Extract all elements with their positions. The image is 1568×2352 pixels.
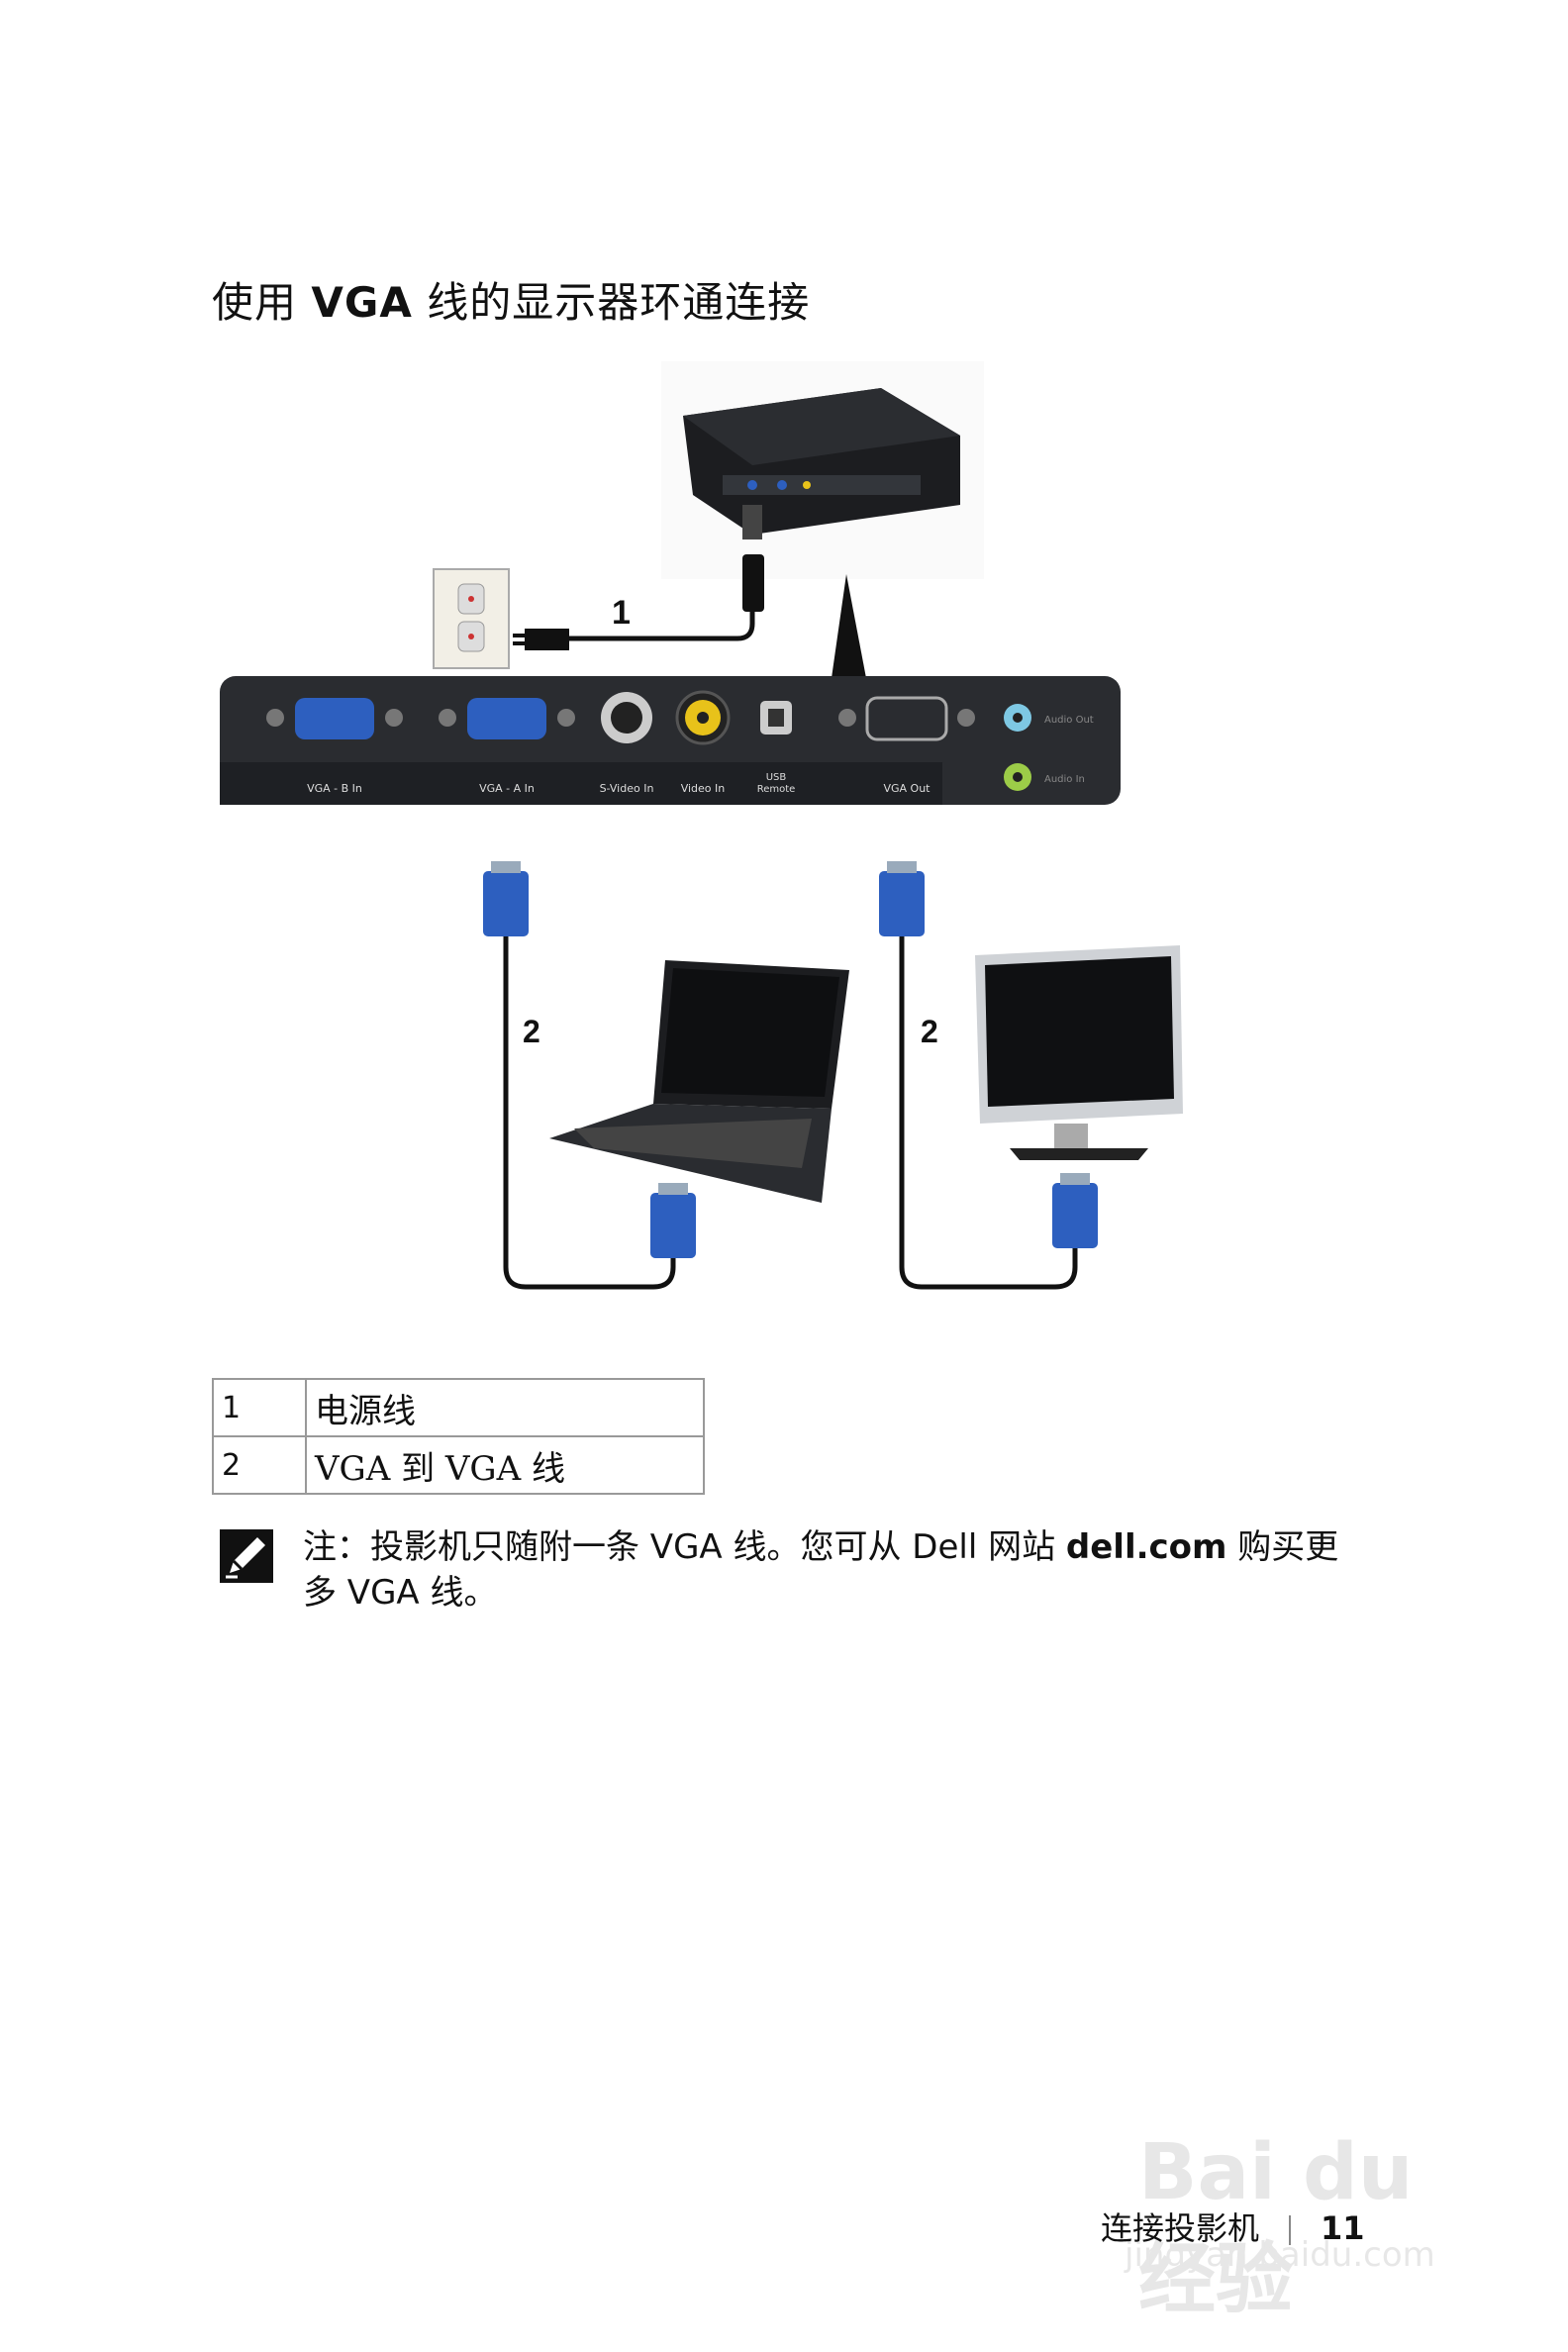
title-suffix: 线的显示器环通连接	[427, 278, 811, 327]
label-s-video: S-Video In	[600, 782, 654, 795]
laptop-image	[549, 960, 849, 1203]
monitor-image	[975, 945, 1183, 1160]
vga-cable-left	[483, 861, 696, 1290]
zoom-pointer	[832, 574, 866, 678]
note-body-end: 购买更多 VGA 线。	[303, 1527, 1339, 1613]
page-footer: 连接投影机 11	[1101, 2204, 1365, 2249]
page-title: 使用 VGA 线的显示器环通连接	[212, 269, 810, 330]
wall-outlet	[433, 568, 510, 669]
power-plug	[742, 554, 764, 612]
legend-table: 1 电源线 2 VGA 到 VGA 线	[212, 1378, 705, 1495]
io-panel: VGA - B In VGA - A In S-Video In Video I…	[220, 676, 1121, 805]
footer-separator	[1289, 2215, 1292, 2245]
label-audio-out: Audio Out	[1044, 715, 1094, 726]
title-bold: VGA	[311, 278, 413, 327]
title-prefix: 使用	[212, 278, 298, 327]
legend-num: 1	[212, 1378, 307, 1437]
watermark-line2: jingyan.baidu.com	[1125, 2235, 1435, 2275]
watermark-line1: Bai du 经验	[1138, 2128, 1414, 2324]
label-remote: Remote	[757, 784, 796, 795]
label-vga-out: VGA Out	[883, 782, 931, 795]
power-cable	[554, 554, 755, 641]
legend-row: 1 电源线	[212, 1378, 705, 1437]
pencil-note-icon	[220, 1529, 273, 1583]
baidu-watermark: Bai du 经验 jingyan.baidu.com	[1119, 2128, 1475, 2324]
note-body: 投影机只随附一条 VGA 线。您可从 Dell 网站	[370, 1527, 1066, 1567]
callout-2-right: 2	[921, 1014, 938, 1049]
footer-section: 连接投影机	[1101, 2209, 1260, 2247]
dell-link[interactable]: dell.com	[1065, 1527, 1227, 1567]
label-vga-a: VGA - A In	[479, 782, 535, 795]
legend-num: 2	[212, 1435, 307, 1495]
vga-b-port	[295, 698, 374, 739]
projector-image	[661, 361, 984, 579]
note-label: 注：	[303, 1527, 370, 1567]
callout-1: 1	[612, 594, 631, 632]
label-usb: USB	[766, 772, 787, 783]
legend-text: 电源线	[305, 1378, 705, 1437]
vga-out-port	[865, 696, 948, 741]
label-vga-b: VGA - B In	[307, 782, 362, 795]
connection-diagram: 1 VGA - B In VGA - A In S-Video	[220, 361, 1183, 1290]
wall-plug	[525, 629, 569, 650]
page-number: 11	[1321, 2209, 1365, 2247]
note-text: 注：投影机只随附一条 VGA 线。您可从 Dell 网站 dell.com 购买…	[303, 1524, 1372, 1616]
label-video: Video In	[681, 782, 726, 795]
vga-cable-right	[879, 861, 1098, 1290]
callout-2-left: 2	[523, 1014, 540, 1049]
vga-a-port	[467, 698, 546, 739]
label-audio-in: Audio In	[1044, 774, 1085, 785]
legend-text: VGA 到 VGA 线	[305, 1435, 705, 1495]
legend-row: 2 VGA 到 VGA 线	[212, 1435, 705, 1495]
